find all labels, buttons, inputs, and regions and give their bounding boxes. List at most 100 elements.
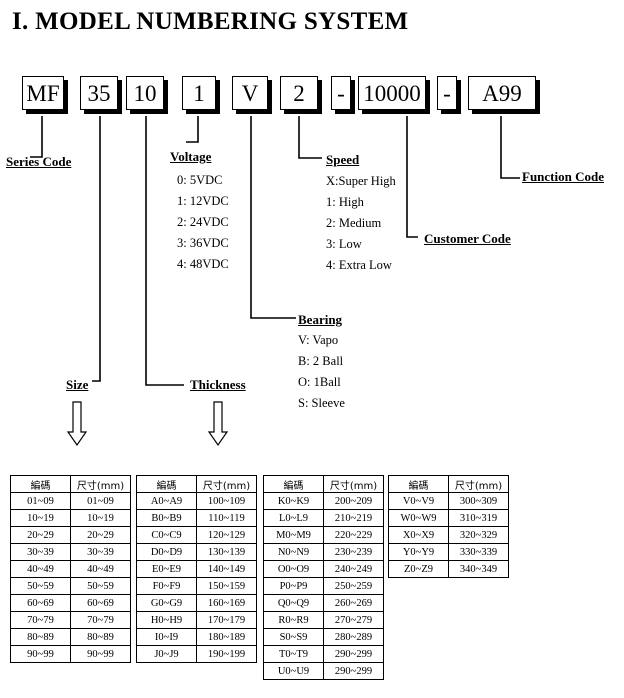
bearing-option: O: 1Ball xyxy=(298,375,341,389)
size-cell: 300~309 xyxy=(448,492,509,510)
code-cell: S0~S9 xyxy=(263,628,324,646)
code-cell: A0~A9 xyxy=(136,492,197,510)
size-cell: 220~229 xyxy=(323,526,384,544)
code-cell: 30~39 xyxy=(10,543,71,561)
code-cell: Q0~Q9 xyxy=(263,594,324,612)
speed-option: X:Super High xyxy=(326,174,396,188)
code-cell: H0~H9 xyxy=(136,611,197,629)
voltage-option: 0: 5VDC xyxy=(177,173,223,187)
size-cell: 01~09 xyxy=(70,492,131,510)
size-cell: 200~209 xyxy=(323,492,384,510)
box-customer: 10000 xyxy=(358,76,426,110)
speed-option: 2: Medium xyxy=(326,216,382,230)
size-cell: 140~149 xyxy=(196,560,257,578)
size-cell: 120~129 xyxy=(196,526,257,544)
table-header-row: 編碼尺寸(mm) xyxy=(388,475,509,493)
code-cell: L0~L9 xyxy=(263,509,324,527)
size-cell: 250~259 xyxy=(323,577,384,595)
size-cell: 170~179 xyxy=(196,611,257,629)
code-cell: 20~29 xyxy=(10,526,71,544)
code-cell: N0~N9 xyxy=(263,543,324,561)
size-header: 尺寸(mm) xyxy=(196,475,257,493)
code-cell: E0~E9 xyxy=(136,560,197,578)
code-header: 編碼 xyxy=(263,475,324,493)
size-cell: 330~339 xyxy=(448,543,509,561)
function-code-label: Function Code xyxy=(522,169,604,184)
code-cell: 90~99 xyxy=(10,645,71,663)
code-cell: 40~49 xyxy=(10,560,71,578)
code-cell: K0~K9 xyxy=(263,492,324,510)
code-header: 編碼 xyxy=(10,475,71,493)
arrow-icon xyxy=(66,401,229,447)
size-cell: 290~299 xyxy=(323,645,384,663)
size-cell: 260~269 xyxy=(323,594,384,612)
voltage-option: 4: 48VDC xyxy=(177,257,229,271)
size-cell: 230~239 xyxy=(323,543,384,561)
thickness-label: Thickness xyxy=(190,377,246,392)
box-dash-2: - xyxy=(437,76,457,110)
code-cell: V0~V9 xyxy=(388,492,449,510)
speed-option: 1: High xyxy=(326,195,364,209)
code-cell: 70~79 xyxy=(10,611,71,629)
code-cell: M0~M9 xyxy=(263,526,324,544)
size-cell: 320~329 xyxy=(448,526,509,544)
code-cell: 60~69 xyxy=(10,594,71,612)
size-label: Size xyxy=(66,377,89,392)
size-cell: 270~279 xyxy=(323,611,384,629)
bearing-label: Bearing xyxy=(298,312,343,327)
code-cell: 10~19 xyxy=(10,509,71,527)
code-cell: F0~F9 xyxy=(136,577,197,595)
size-cell: 130~139 xyxy=(196,543,257,561)
code-cell: I0~I9 xyxy=(136,628,197,646)
size-cell: 10~19 xyxy=(70,509,131,527)
bearing-option: V: Vapo xyxy=(298,333,339,347)
box-size: 35 xyxy=(80,76,118,110)
size-cell: 290~299 xyxy=(323,662,384,680)
size-cell: 240~249 xyxy=(323,560,384,578)
size-header: 尺寸(mm) xyxy=(448,475,509,493)
speed-option: 4: Extra Low xyxy=(326,258,392,272)
voltage-option: 2: 24VDC xyxy=(177,215,229,229)
code-cell: Z0~Z9 xyxy=(388,560,449,578)
size-header: 尺寸(mm) xyxy=(70,475,131,493)
box-dash-1: - xyxy=(331,76,351,110)
code-cell: 80~89 xyxy=(10,628,71,646)
size-cell: 100~109 xyxy=(196,492,257,510)
code-cell: T0~T9 xyxy=(263,645,324,663)
code-header: 編碼 xyxy=(388,475,449,493)
size-cell: 190~199 xyxy=(196,645,257,663)
code-cell: W0~W9 xyxy=(388,509,449,527)
code-cell: X0~X9 xyxy=(388,526,449,544)
code-cell: R0~R9 xyxy=(263,611,324,629)
